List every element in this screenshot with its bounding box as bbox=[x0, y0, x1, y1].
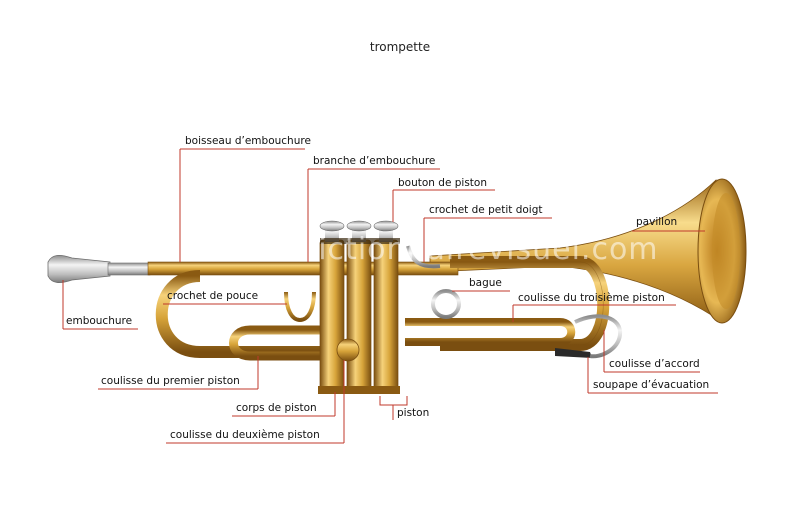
label-branche: branche d’embouchure bbox=[313, 155, 436, 167]
water-key bbox=[555, 348, 592, 358]
label-pavillon: pavillon bbox=[636, 216, 678, 228]
first-valve-slide bbox=[229, 325, 330, 361]
label-bouton: bouton de piston bbox=[398, 177, 487, 189]
label-crochet-petit: crochet de petit doigt bbox=[429, 204, 543, 216]
label-coulisse-trois: coulisse du troisième piston bbox=[518, 292, 665, 304]
label-embouchure: embouchure bbox=[66, 315, 133, 327]
bell-pavillon bbox=[429, 178, 747, 324]
label-coulisse-deux: coulisse du deuxième piston bbox=[170, 429, 320, 441]
diagram-title: trompette bbox=[369, 40, 431, 54]
thumb-hook bbox=[284, 291, 316, 323]
watermark: www.ledictionnairevisuel.com bbox=[185, 232, 659, 267]
label-corps: corps de piston bbox=[236, 402, 317, 414]
label-coulisse-premier: coulisse du premier piston bbox=[101, 375, 240, 387]
main-lower-loop bbox=[155, 270, 330, 358]
label-coulisse-accord: coulisse d’accord bbox=[609, 358, 700, 370]
label-piston: piston bbox=[397, 407, 430, 419]
mouthpiece-embouchure bbox=[47, 254, 151, 284]
label-bague: bague bbox=[469, 277, 502, 289]
second-valve-slide-knob bbox=[336, 338, 360, 362]
third-valve-slide bbox=[405, 318, 576, 346]
label-crochet-pouce: crochet de pouce bbox=[167, 290, 259, 302]
bague-ring bbox=[431, 289, 461, 319]
label-boisseau: boisseau d’embouchure bbox=[185, 135, 311, 147]
label-soupape: soupape d’évacuation bbox=[593, 379, 710, 391]
